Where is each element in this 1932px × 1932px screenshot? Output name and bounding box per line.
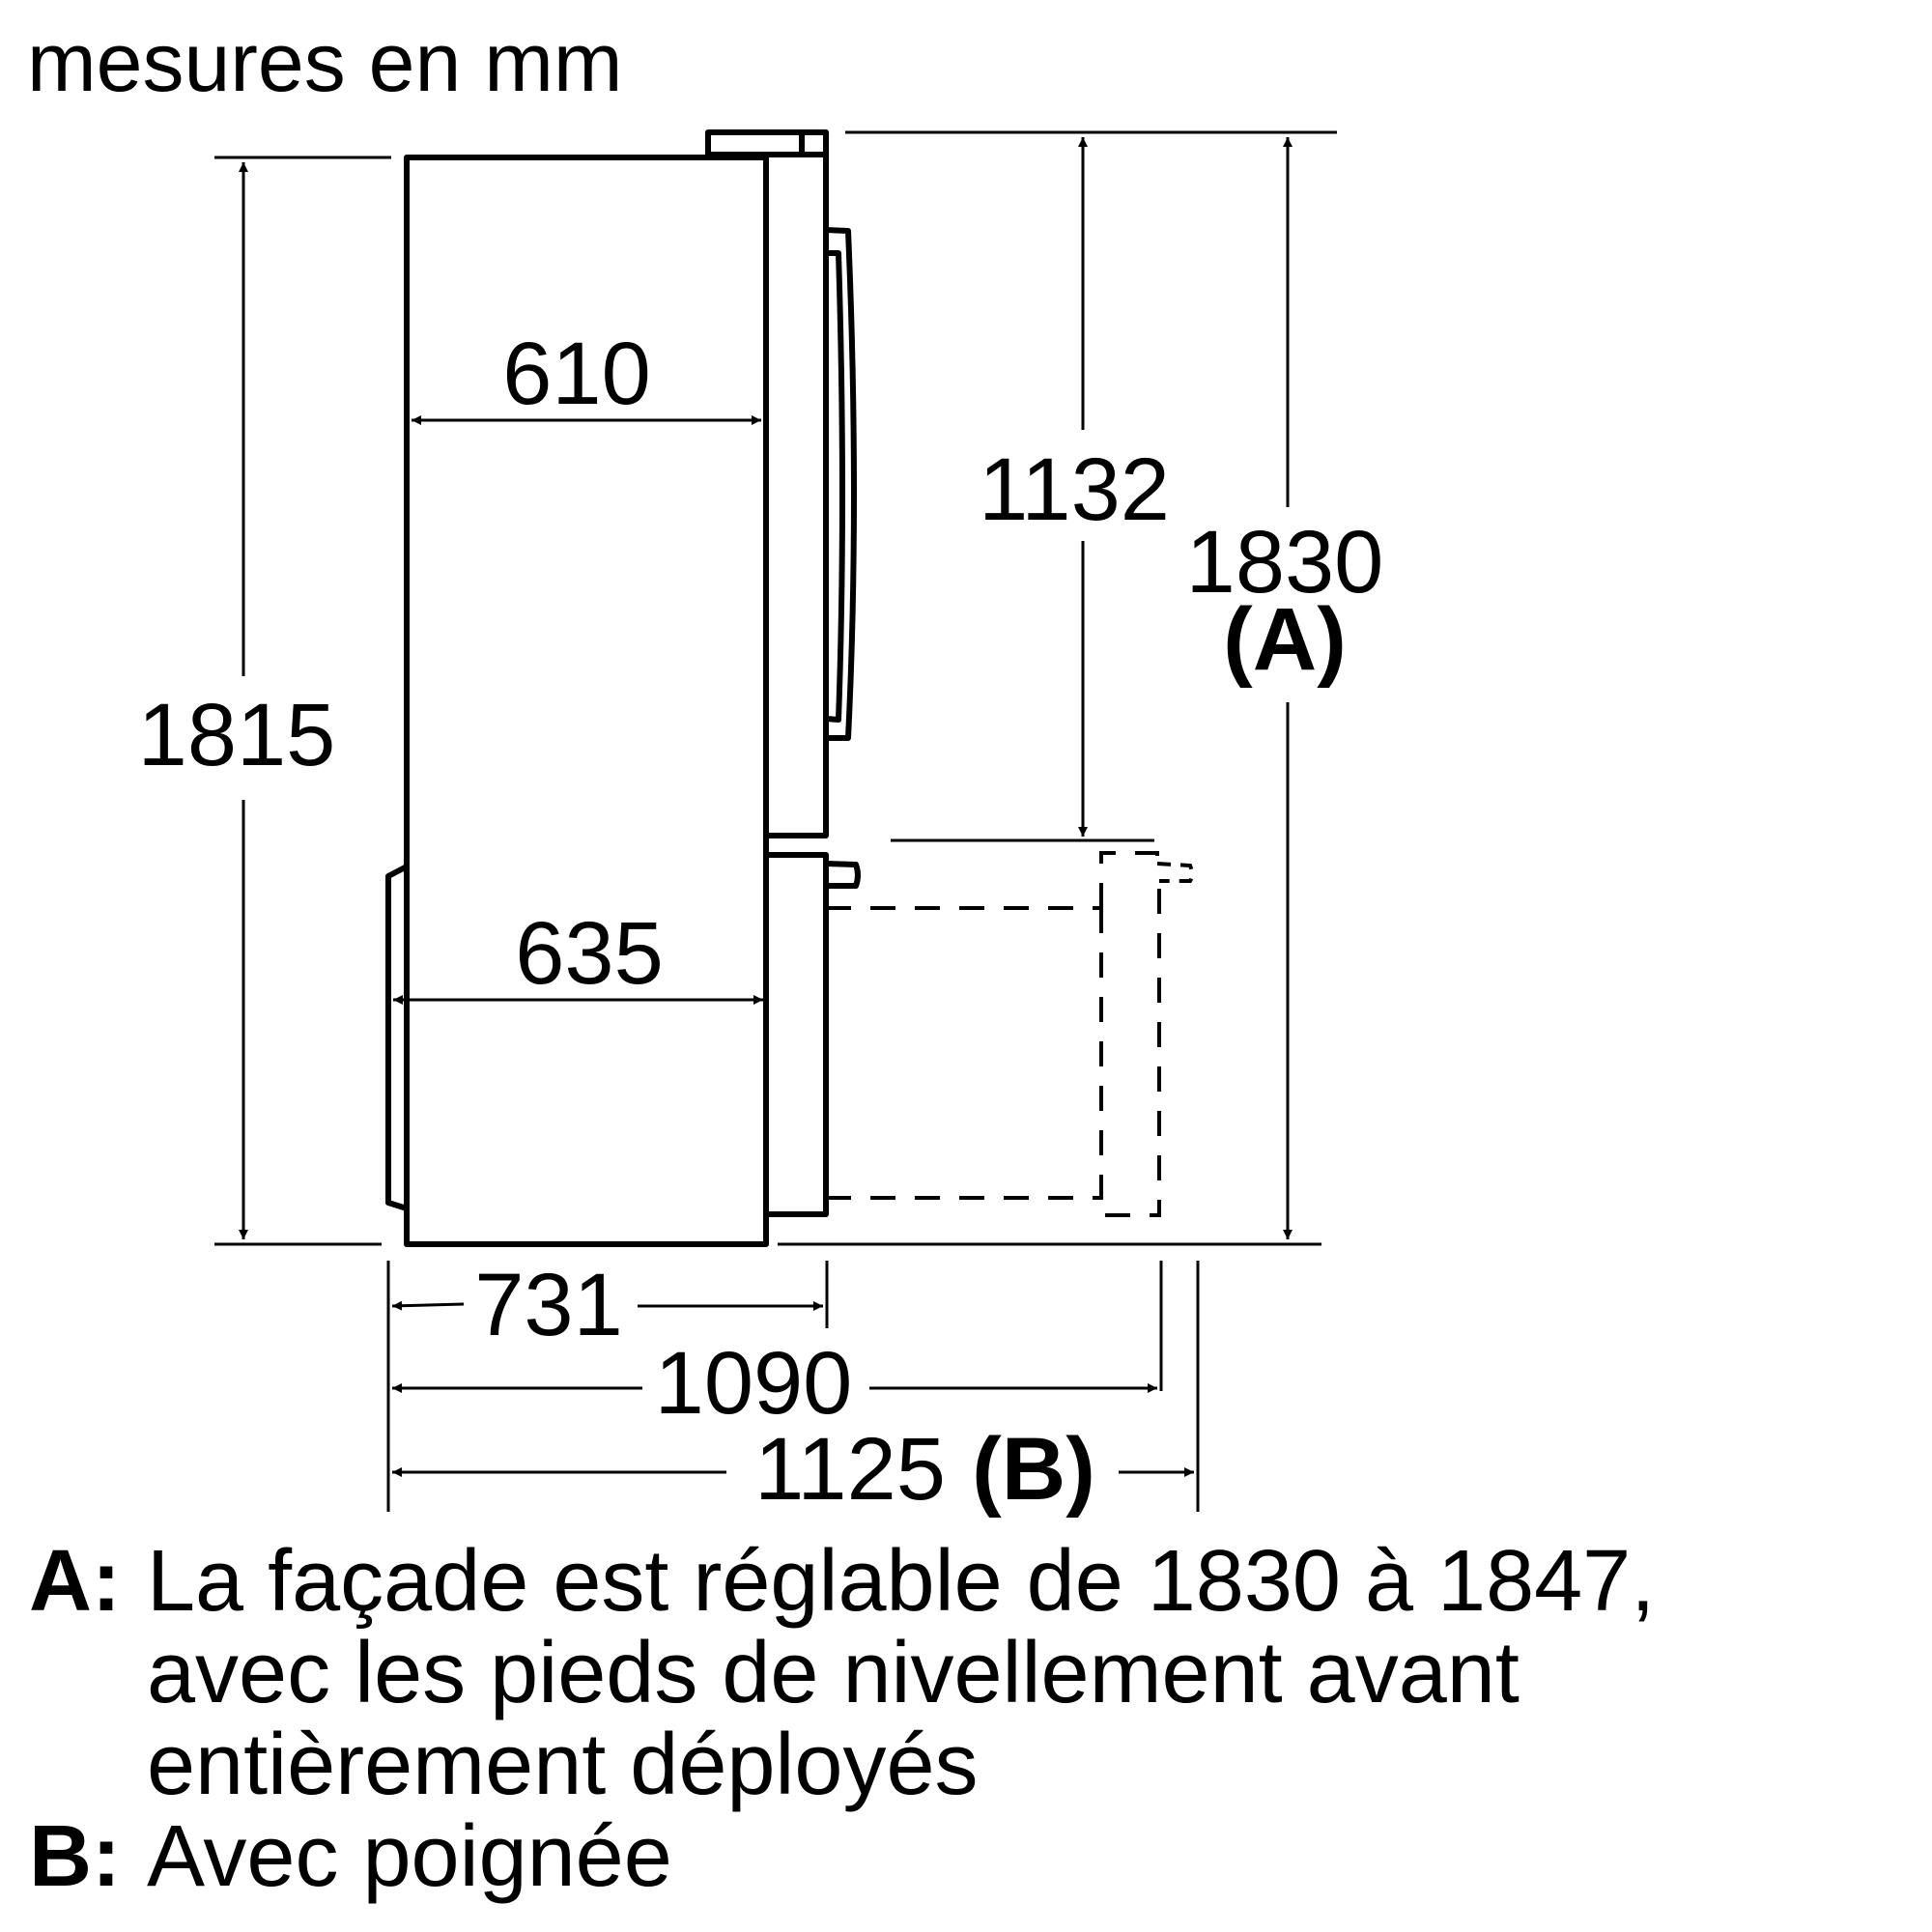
upper-door bbox=[766, 152, 829, 838]
dimension-1132: 1132 bbox=[979, 137, 1170, 837]
dimension-note: (A) bbox=[1223, 590, 1347, 689]
rear-plinth bbox=[385, 864, 409, 1211]
dimension-1830: 1830 (A) bbox=[1186, 137, 1384, 1239]
dimension-1125: 1125 (B) bbox=[392, 1420, 1194, 1519]
opened-drawer-outline bbox=[826, 851, 1194, 1217]
dimension-label: 1125 bbox=[754, 1420, 946, 1519]
footnote-key: A: bbox=[29, 1533, 121, 1630]
lower-door-handle bbox=[825, 861, 861, 889]
footnote-b: B: Avec poignée bbox=[29, 1811, 1655, 1903]
footnote-text: La façade est réglable de 1830 à 1847, a… bbox=[147, 1533, 1656, 1813]
dimension-635: 635 bbox=[393, 904, 763, 1005]
dimension-731: 731 bbox=[391, 1256, 823, 1354]
dimension-label: 635 bbox=[515, 904, 664, 1003]
cabinet-body bbox=[404, 155, 769, 1247]
footnote-key: B: bbox=[29, 1808, 121, 1905]
footnote-text: Avec poignée bbox=[147, 1808, 672, 1905]
dimension-610: 610 bbox=[412, 325, 761, 425]
dimension-1815: 1815 bbox=[138, 162, 336, 1239]
top-cap bbox=[705, 129, 829, 155]
footnote-a: A: La façade est réglable de 1830 à 1847… bbox=[29, 1536, 1655, 1811]
dimension-note: (B) bbox=[972, 1420, 1095, 1519]
units-title: mesures en mm bbox=[27, 16, 623, 109]
dimension-label: 1830 bbox=[1186, 513, 1384, 611]
footnotes: A: La façade est réglable de 1830 à 1847… bbox=[29, 1536, 1655, 1903]
upper-door-handle-inner bbox=[825, 250, 845, 723]
dimension-1090: 1090 bbox=[392, 1334, 1157, 1433]
lower-door bbox=[766, 852, 829, 1217]
dimension-label: 1132 bbox=[979, 440, 1170, 539]
upper-door-handle bbox=[825, 227, 857, 741]
appliance-outline bbox=[385, 129, 861, 1247]
dimension-label: 731 bbox=[474, 1256, 623, 1354]
dimension-label: 610 bbox=[502, 325, 651, 423]
extension-lines bbox=[214, 130, 1337, 1512]
dimension-label: 1815 bbox=[138, 686, 336, 784]
dimension-label: 1090 bbox=[655, 1334, 853, 1433]
